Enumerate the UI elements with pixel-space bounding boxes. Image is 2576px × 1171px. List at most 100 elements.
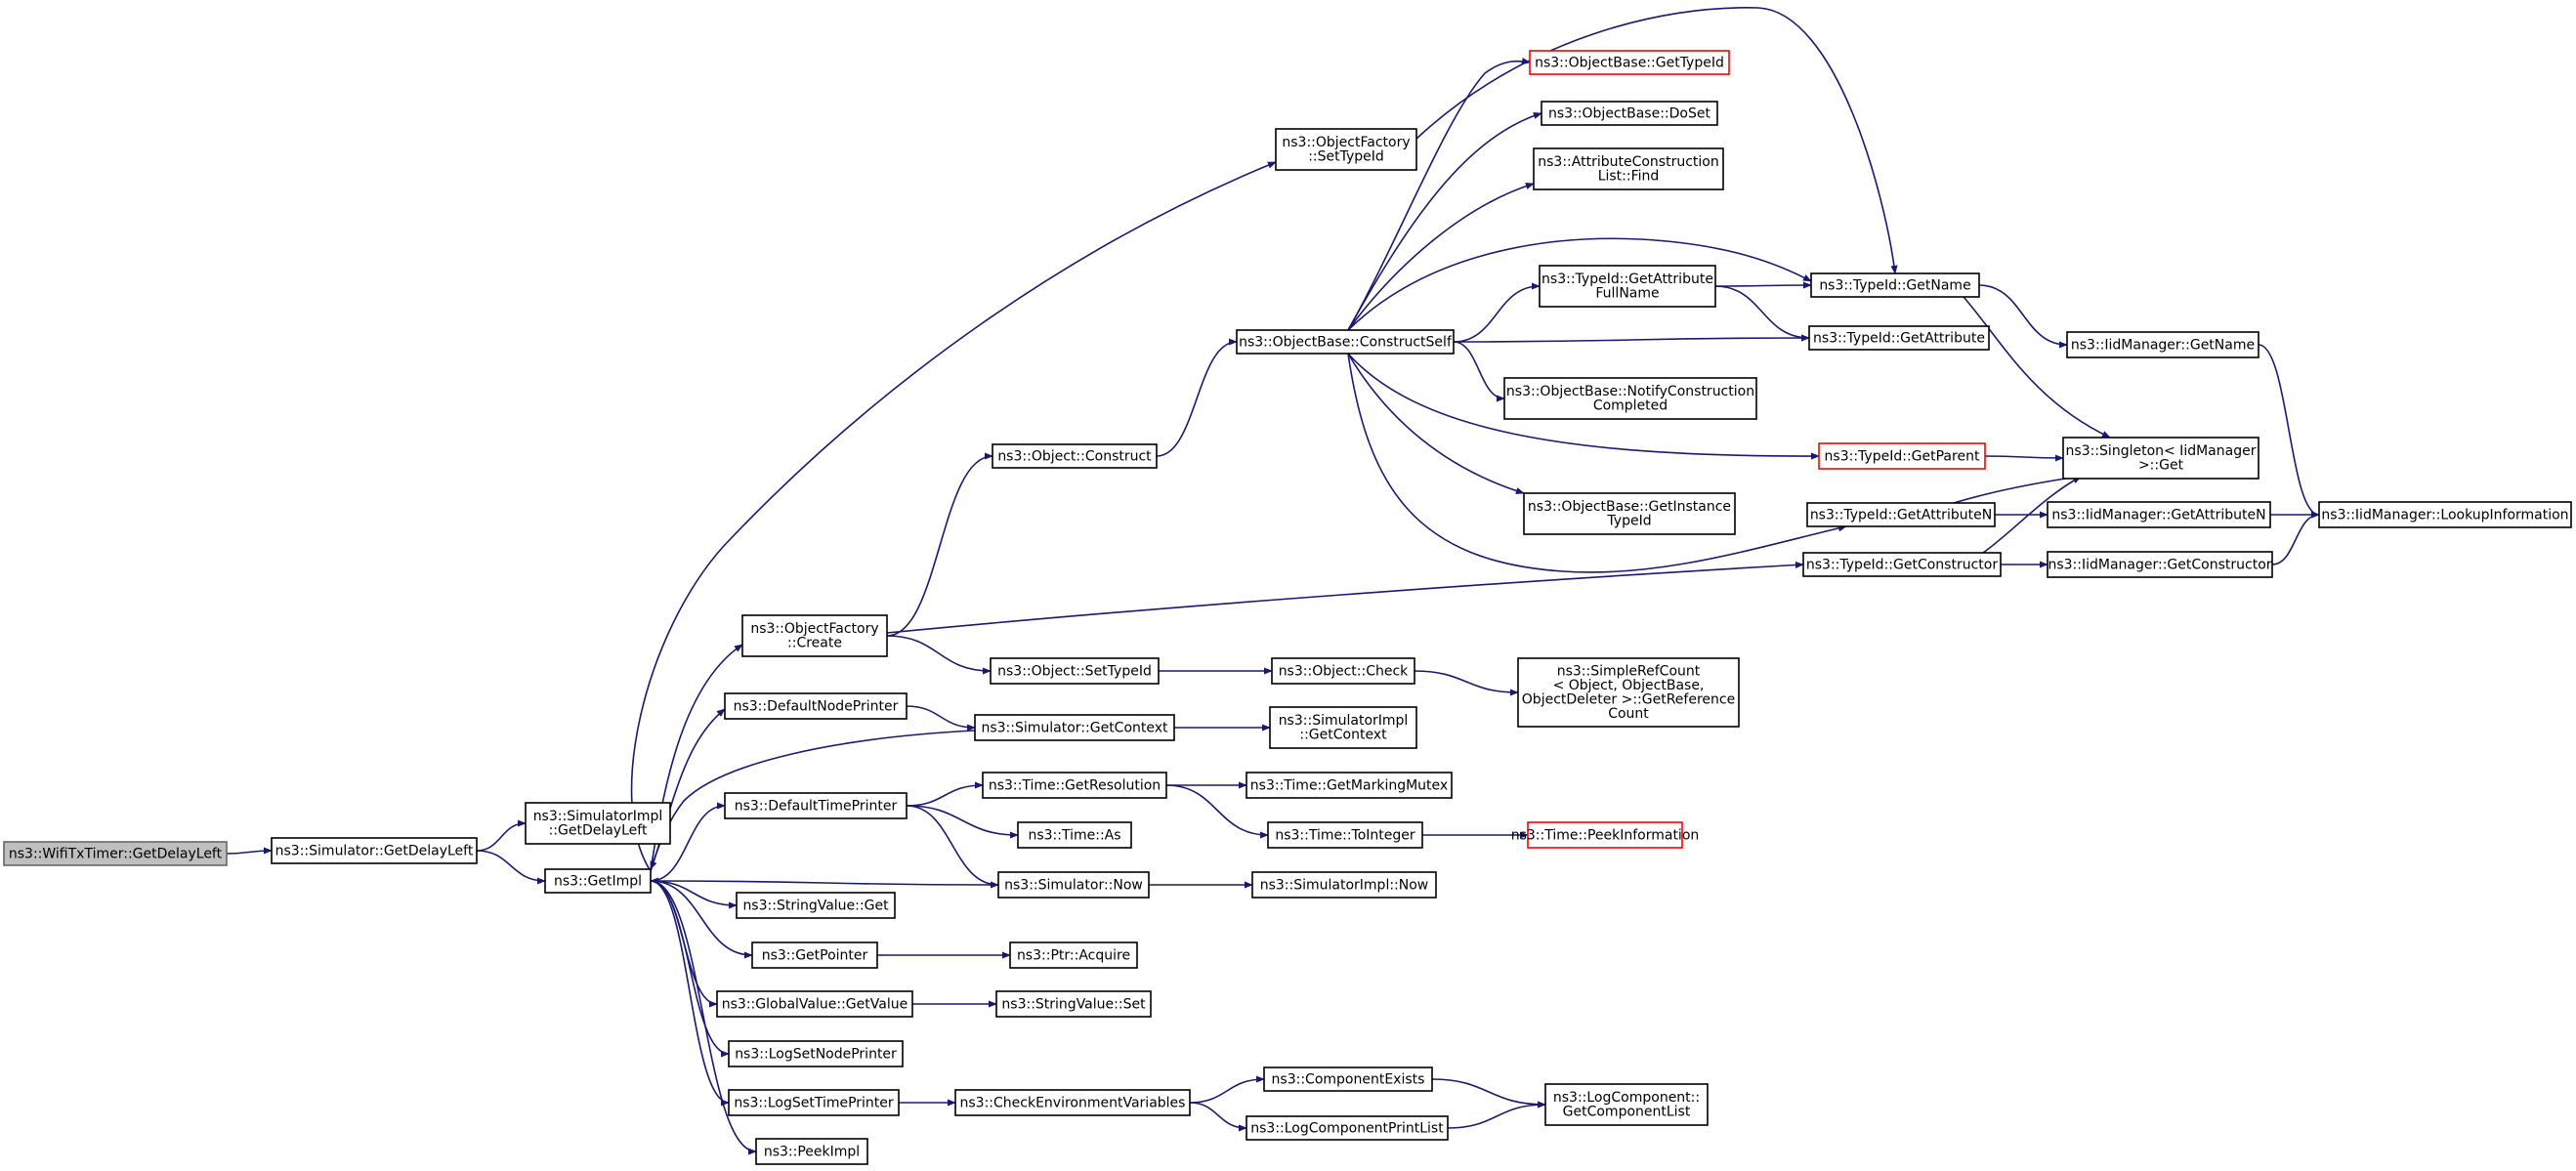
node-simpleRefCount[interactable]: ns3::SimpleRefCount< Object, ObjectBase,… [1517,657,1740,728]
node-timeToInteger[interactable]: ns3::Time::ToInteger [1267,821,1423,849]
node-simGetDelayLeft[interactable]: ns3::Simulator::GetDelayLeft [271,837,478,864]
node-box [2318,501,2572,528]
node-label-line: ns3::ObjectBase::NotifyConstruction [1506,384,1754,399]
node-getPointer[interactable]: ns3::GetPointer [751,941,878,969]
node-box [995,990,1152,1018]
node-box [2047,501,2271,528]
node-logSetTime[interactable]: ns3::LogSetTimePrinter [728,1089,900,1116]
node-wifi[interactable]: ns3::WifiTxTimer::GetDelayLeft [3,841,228,866]
node-box [1806,502,1996,527]
node-ofSetTypeId[interactable]: ns3::ObjectFactory::SetTypeId [1275,128,1417,171]
node-box [2066,331,2259,358]
node-label-line: ns3::ObjectBase::ConstructSelf [1239,334,1453,350]
edge-simGetDelayLeft-to-simImplGetDelayLeft [476,819,527,852]
node-label-line: ns3::ObjectFactory [1282,135,1410,150]
node-peekImpl[interactable]: ns3::PeekImpl [755,1138,868,1165]
node-simGetContext[interactable]: ns3::Simulator::GetContext [974,714,1175,741]
node-label-line: ns3::DefaultNodePrinter [734,698,899,714]
node-box [1523,492,1736,535]
node-tidGetConstructor[interactable]: ns3::TypeId::GetConstructor [1802,552,2002,577]
node-obNotify[interactable]: ns3::ObjectBase::NotifyConstructionCompl… [1503,377,1757,420]
node-objSetTypeId[interactable]: ns3::Object::SetTypeId [990,657,1160,685]
node-box [736,892,896,919]
node-tidGetName[interactable]: ns3::TypeId::GetName [1810,272,1980,298]
node-simImplGetContext[interactable]: ns3::SimulatorImpl::GetContext [1269,706,1417,749]
edge-defTimePrinter-to-timeGetRes [906,781,984,807]
node-singletonGet[interactable]: ns3::Singleton< IidManager>::Get [2062,437,2259,480]
node-obDoSet[interactable]: ns3::ObjectBase::DoSet [1541,101,1718,126]
edge-obConstructSelf-to-tidGetAttrFull [1453,282,1541,343]
node-label-line: ns3::Time::GetResolution [989,777,1161,793]
node-timeAs[interactable]: ns3::Time::As [1017,821,1132,849]
node-label-line: ns3::IidManager::GetConstructor [2048,557,2271,572]
node-label-line: ns3::GetImpl [554,873,642,889]
node-label-line: ns3::Object::Construct [997,448,1152,464]
node-defNodePrinter[interactable]: ns3::DefaultNodePrinter [724,692,908,720]
node-gvGetValue[interactable]: ns3::GlobalValue::GetValue [716,990,913,1018]
node-iidLookup[interactable]: ns3::IidManager::LookupInformation [2318,501,2572,528]
node-logCompGetList[interactable]: ns3::LogComponent::GetComponentList [1544,1083,1709,1126]
node-compExists[interactable]: ns3::ComponentExists [1263,1066,1433,1092]
node-label-line: ns3::ObjectFactory [750,621,878,637]
node-iidGetConstructor[interactable]: ns3::IidManager::GetConstructor [2047,551,2273,578]
node-box [1527,821,1683,849]
edge-obConstructSelf-to-tidGetParent [1347,353,1820,460]
node-tidGetAttribute[interactable]: ns3::TypeId::GetAttribute [1808,325,1990,351]
node-timePeekInfo[interactable]: ns3::Time::PeekInformation [1511,821,1700,849]
node-label-line: ns3::Ptr::Acquire [1017,947,1130,963]
node-label-line: List::Find [1598,169,1660,185]
node-label-line: ns3::Simulator::Now [1004,877,1143,893]
node-label-line: ns3::LogComponentPrintList [1250,1120,1444,1136]
node-iidGetName[interactable]: ns3::IidManager::GetName [2066,331,2259,358]
node-label-line: ns3::LogSetTimePrinter [734,1095,894,1110]
node-box [992,443,1158,469]
node-iidGetAttrN[interactable]: ns3::IidManager::GetAttributeN [2047,501,2271,528]
node-objCheck[interactable]: ns3::Object::Check [1271,657,1415,685]
node-box [741,614,888,657]
node-getImpl[interactable]: ns3::GetImpl [544,868,652,894]
node-strValSet[interactable]: ns3::StringValue::Set [995,990,1152,1018]
node-simNow[interactable]: ns3::Simulator::Now [997,871,1150,899]
edge-defTimePrinter-to-simNow [906,805,999,889]
node-box [1539,265,1716,308]
edge-getImpl-to-ofSetTypeId [630,161,1277,872]
node-obGetTypeId[interactable]: ns3::ObjectBase::GetTypeId [1529,50,1730,75]
node-label-line: ns3::TypeId::GetConstructor [1806,557,1998,572]
node-defTimePrinter[interactable]: ns3::DefaultTimePrinter [724,792,908,819]
node-box [1271,657,1415,685]
node-strValGet[interactable]: ns3::StringValue::Get [736,892,896,919]
node-logSetNode[interactable]: ns3::LogSetNodePrinter [728,1040,904,1067]
edge-obConstructSelf-to-obNotify [1453,341,1505,402]
edge-getImpl-to-logSetNode [650,880,730,1058]
edge-getImpl-to-strValGet [650,880,738,909]
node-tidGetAttrN[interactable]: ns3::TypeId::GetAttributeN [1806,502,1996,527]
node-label-line: ns3::AttributeConstruction [1538,154,1718,170]
edge-tidGetName-to-singletonGet [1963,296,2111,439]
node-label-line: ns3::Object::SetTypeId [997,663,1152,679]
edge-logCompPrintList-to-logCompGetList [1447,1101,1546,1129]
node-box [954,1089,1191,1116]
node-logCompPrintList[interactable]: ns3::LogComponentPrintList [1246,1115,1449,1141]
node-box [1269,706,1417,749]
node-timeGetRes[interactable]: ns3::Time::GetResolution [982,772,1167,799]
node-ptrAcquire[interactable]: ns3::Ptr::Acquire [1009,941,1138,969]
edge-getImpl-to-defNodePrinter [650,708,726,872]
node-ofCreate[interactable]: ns3::ObjectFactory::Create [741,614,888,657]
node-label-line: ns3::ObjectBase::DoSet [1548,105,1710,121]
edge-obConstructSelf-to-obGetInstance [1347,353,1525,495]
node-timeGetMarking[interactable]: ns3::Time::GetMarkingMutex [1246,772,1453,799]
node-simImplGetDelayLeft[interactable]: ns3::SimulatorImpl::GetDelayLeft [525,802,671,845]
node-simImplNow[interactable]: ns3::SimulatorImpl::Now [1251,871,1437,899]
node-tidGetParent[interactable]: ns3::TypeId::GetParent [1818,442,1986,470]
node-label-line: ns3::CheckEnvironmentVariables [960,1095,1186,1110]
node-label-line: Completed [1593,398,1668,414]
node-box [544,868,652,894]
node-checkEnv[interactable]: ns3::CheckEnvironmentVariables [954,1089,1191,1116]
node-obConstructSelf[interactable]: ns3::ObjectBase::ConstructSelf [1236,329,1455,355]
node-objConstruct[interactable]: ns3::Object::Construct [992,443,1158,469]
node-label-line: ::SetTypeId [1308,149,1384,165]
node-label-line: ns3::TypeId::GetParent [1825,448,1980,464]
